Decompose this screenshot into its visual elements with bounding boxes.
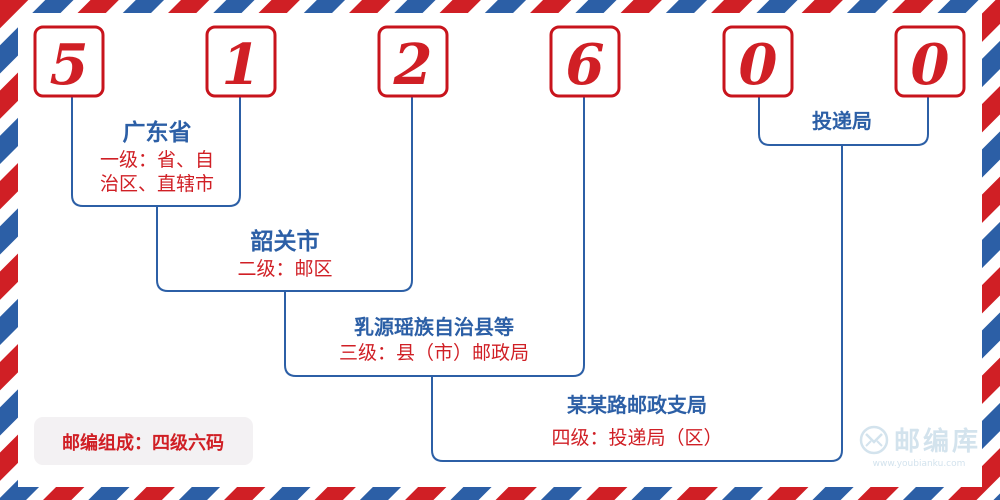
level-county: 乳源瑶族自治县等 三级：县（市）邮政局: [339, 315, 529, 364]
connector-lines: [71, 96, 929, 462]
digit-box-5: 0: [722, 25, 794, 98]
watermark-brand: 邮编库: [894, 426, 981, 457]
level-city: 韶关市 二级：邮区: [237, 228, 332, 280]
envelope-circle-icon: [859, 425, 889, 455]
watermark-url: www.youbianku.com: [873, 459, 966, 469]
level-branch: 某某路邮政支局 四级：投递局（区）: [551, 393, 722, 449]
digit-box-6: 0: [894, 25, 966, 98]
digit-5: 0: [739, 32, 778, 98]
digit-box-4: 6: [549, 25, 621, 98]
level-province: 广东省 一级：省、自 治区、直辖市: [100, 119, 214, 195]
digit-box-2: 1: [205, 25, 277, 98]
connector-delivery: [758, 96, 929, 146]
county-name: 乳源瑶族自治县等: [354, 315, 514, 339]
digit-box-1: 5: [33, 25, 105, 98]
city-name: 韶关市: [251, 228, 320, 255]
digit-2: 1: [222, 32, 261, 98]
delivery-name: 投递局: [812, 109, 872, 133]
province-name: 广东省: [123, 119, 192, 146]
digit-3: 2: [393, 32, 433, 98]
city-desc: 二级：邮区: [237, 258, 332, 280]
digit-1: 5: [50, 32, 89, 98]
digit-6: 0: [911, 32, 950, 98]
legend-badge: 邮编组成：四级六码: [34, 417, 253, 465]
watermark: 邮编库 www.youbianku.com: [859, 425, 981, 469]
digit-box-3: 2: [377, 25, 449, 98]
county-desc: 三级：县（市）邮政局: [339, 342, 529, 364]
province-desc-line1: 一级：省、自: [100, 149, 214, 171]
province-desc-line2: 治区、直辖市: [100, 173, 214, 195]
branch-desc: 四级：投递局（区）: [551, 427, 722, 449]
legend-label: 邮编组成：四级六码: [62, 432, 224, 454]
connector-branch: [431, 145, 843, 462]
connector-county: [284, 96, 585, 377]
digit-4: 6: [566, 32, 605, 98]
level-delivery: 投递局: [812, 109, 872, 133]
branch-name: 某某路邮政支局: [567, 393, 707, 417]
